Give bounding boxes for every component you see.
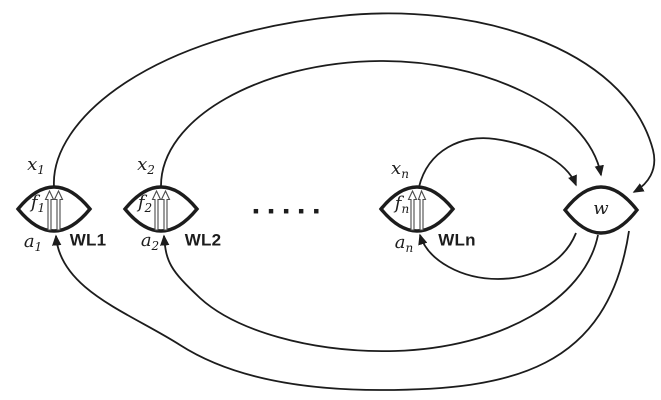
label-f1: f1 xyxy=(30,192,46,215)
node-w-shape xyxy=(562,185,640,235)
label-xn: xn xyxy=(391,158,409,181)
label-wl2: WL2 xyxy=(184,230,222,250)
edge-w-to-a1 xyxy=(52,230,630,391)
label-a1: a1 xyxy=(23,231,43,254)
label-fn: fn xyxy=(394,193,410,216)
label-w: w xyxy=(593,198,609,219)
edge-w-to-a2 xyxy=(160,234,599,352)
label-f2: f2 xyxy=(137,192,153,215)
edge-x2-to-w xyxy=(160,60,604,188)
node-wl1-shape xyxy=(15,185,93,233)
label-an: an xyxy=(394,232,414,255)
ellipsis-dots: ▪▪▪▪▪ xyxy=(252,206,329,217)
internal-arrows-wln xyxy=(407,189,427,231)
label-x2: x2 xyxy=(137,154,155,177)
node-wl2-shape xyxy=(122,185,200,233)
label-x1: x1 xyxy=(27,154,45,177)
edge-x1-to-w xyxy=(53,12,656,193)
label-a2: a2 xyxy=(140,230,160,253)
internal-arrows-wl2 xyxy=(151,189,171,231)
edge-w-to-an xyxy=(418,232,577,280)
label-wl1: WL1 xyxy=(69,230,107,250)
internal-arrows-wl1 xyxy=(44,189,64,231)
label-wln: WLn xyxy=(438,230,476,250)
node-wln-shape xyxy=(378,185,456,233)
edge-xn-to-w xyxy=(418,137,577,188)
